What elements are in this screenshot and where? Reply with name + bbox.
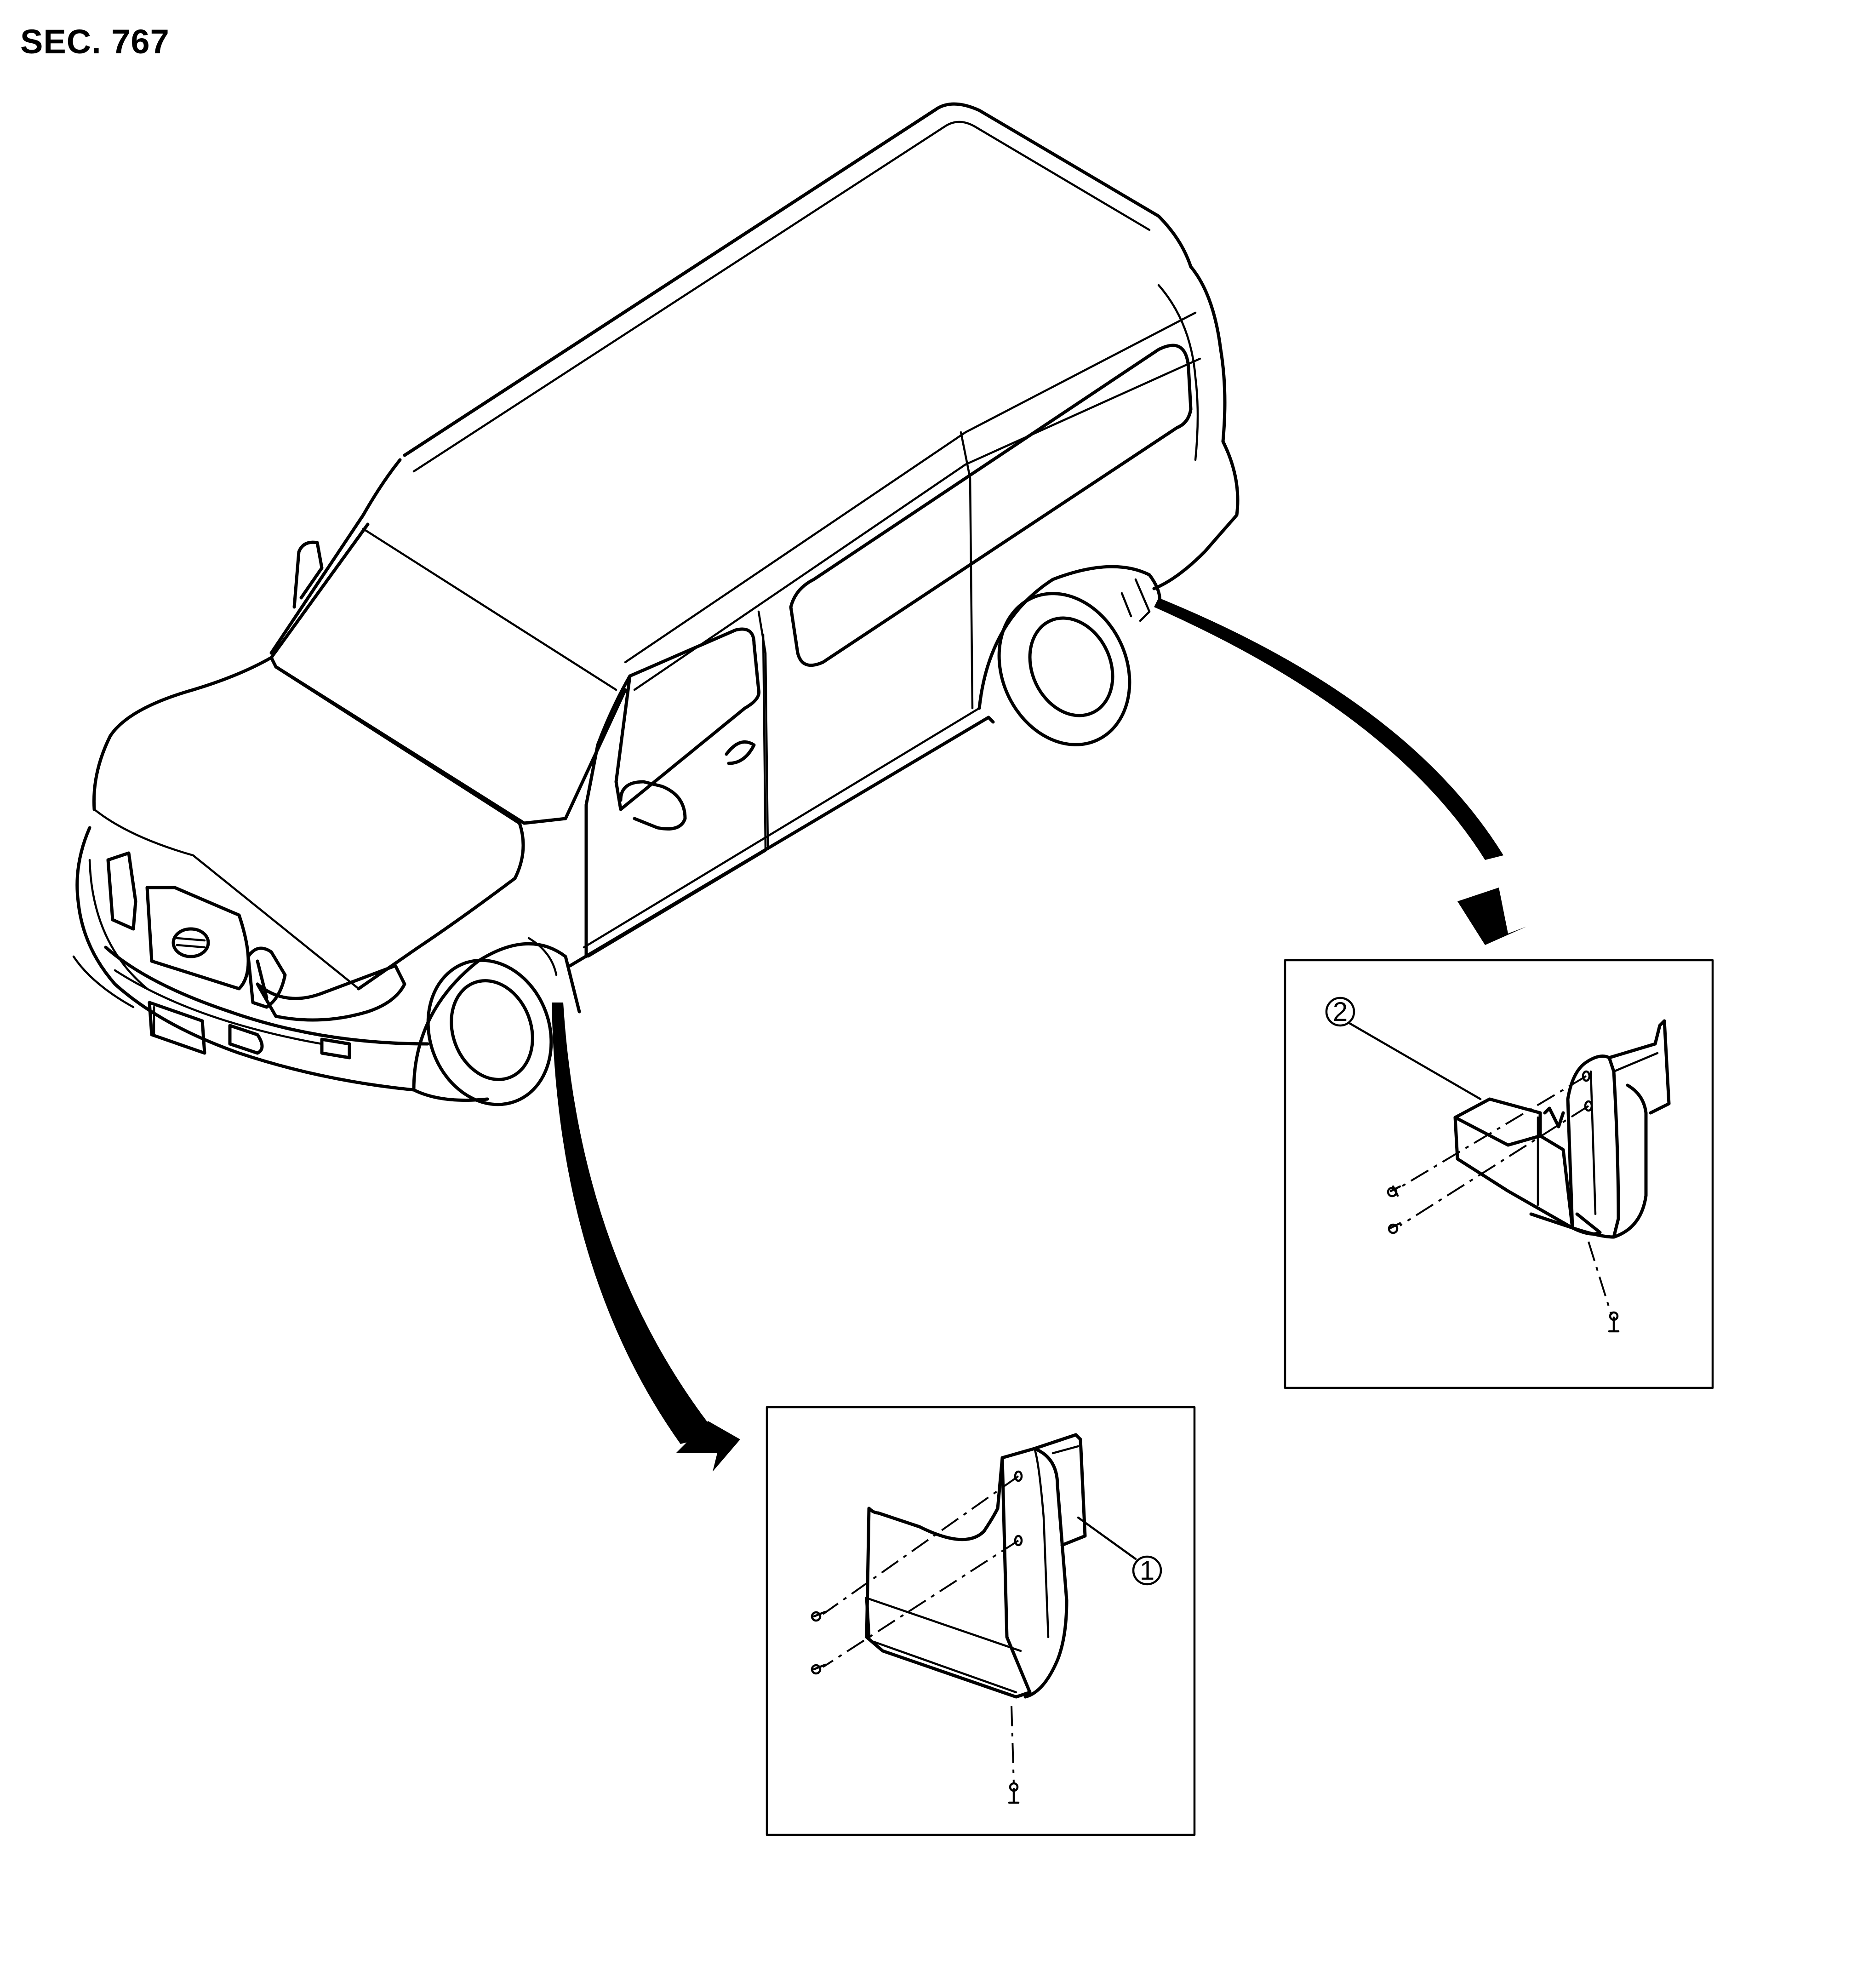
callout-circle-1	[1132, 1555, 1162, 1586]
arrow-to-rear-detail	[1154, 598, 1526, 945]
rear-mud-guard-detail: 2	[1284, 959, 1714, 1389]
callout-circle-2	[1325, 997, 1355, 1027]
front-mud-guard-detail: 1	[766, 1406, 1196, 1836]
screw-icon	[1008, 1782, 1020, 1804]
callout-number-1: 1	[1140, 1556, 1154, 1586]
callout-number-2: 2	[1333, 997, 1348, 1027]
screw-icon	[811, 1663, 827, 1675]
van-illustration	[72, 102, 1240, 1106]
section-number-label: SEC. 767	[20, 23, 170, 61]
screw-icon	[1388, 1222, 1401, 1234]
arrow-to-front-detail	[552, 1003, 740, 1472]
screw-icon	[811, 1610, 827, 1622]
screw-icon	[1608, 1311, 1620, 1333]
screw-icon	[1387, 1185, 1401, 1197]
